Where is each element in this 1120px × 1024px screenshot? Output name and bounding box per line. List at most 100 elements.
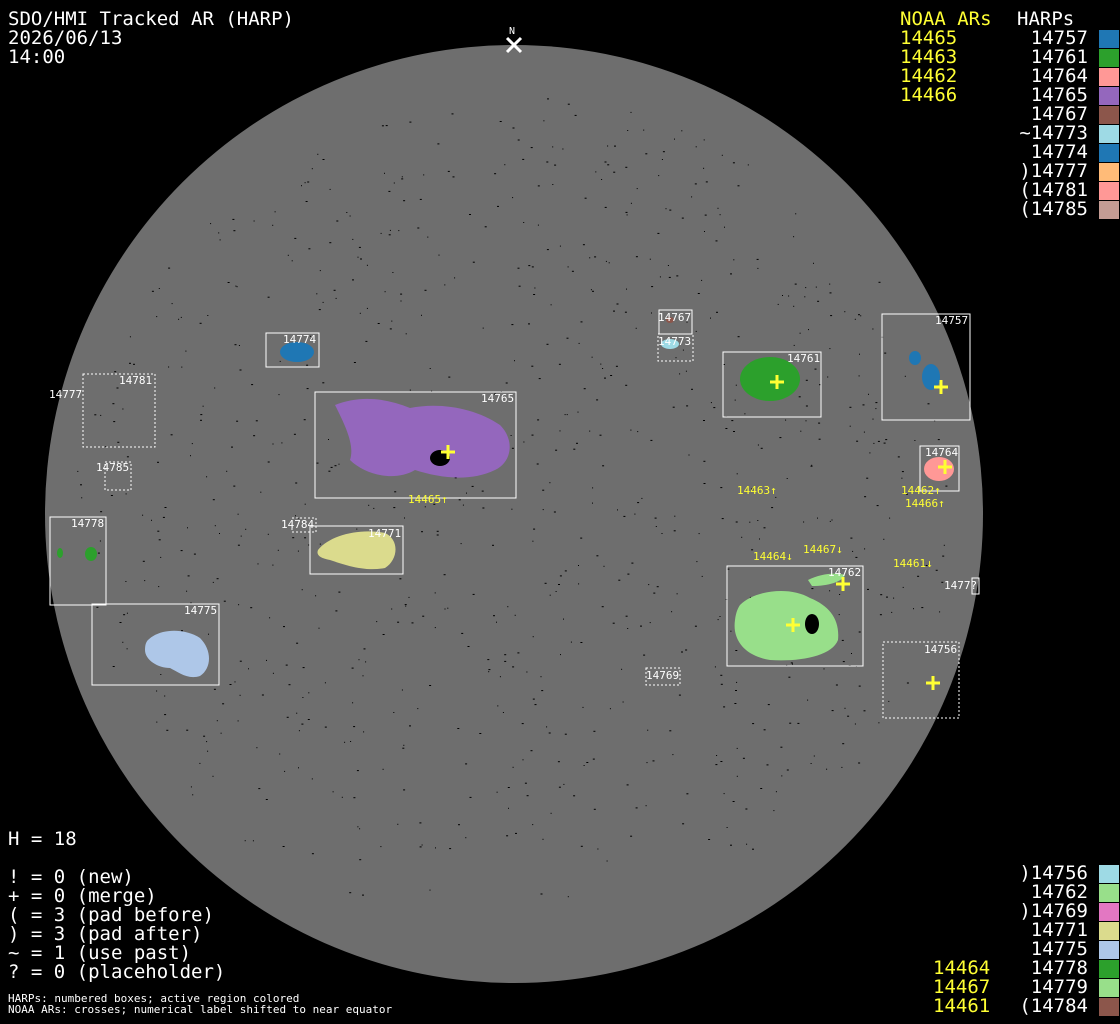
noaa-legend-item: 14462 (900, 65, 958, 87)
harp-region-14781[interactable]: 14781 (82, 373, 156, 448)
harp-color-swatch (1099, 201, 1119, 219)
noaa-cross-icon (836, 577, 850, 591)
harp-color-swatch (1099, 49, 1119, 67)
harp-legend-item: 14774 (1030, 141, 1088, 163)
noaa-legend-item: 14464 (933, 957, 991, 979)
harp-legend-item: 14764 (1030, 65, 1088, 87)
harp-legend-item: 14765 (1030, 84, 1088, 106)
harp-count: H = 18 (8, 828, 77, 850)
noaa-legend-item: 14466 (900, 84, 958, 106)
noaa-legend-title: NOAA ARs (900, 8, 992, 30)
harp-region-14756[interactable]: 14756 (882, 641, 960, 719)
stat-use-past: ~ = 1 (use past) (8, 942, 192, 964)
stat-merge: + = 0 (merge) (8, 885, 157, 907)
harp-region-14779[interactable]: 1477? (944, 577, 980, 595)
noaa-legend-item: 14465 (900, 27, 958, 49)
time-label: 14:00 (8, 46, 66, 68)
north-label: N (509, 26, 515, 37)
noaa-label: 14461↓ (893, 557, 933, 570)
harp-label: 14771 (368, 527, 401, 540)
noaa-label: 14462↑ (901, 484, 941, 497)
harp-label: 14762 (828, 566, 861, 579)
stat-placeholder: ? = 0 (placeholder) (8, 961, 226, 983)
harp-label: 14778 (71, 517, 104, 530)
harp-legend-item: (14781 (1019, 179, 1088, 201)
harp-color-swatch (1099, 998, 1119, 1016)
harp-label: 14784 (281, 518, 314, 531)
harp-region-14767[interactable]: 14767 (658, 309, 693, 335)
chart-title: SDO/HMI Tracked AR (HARP) (8, 8, 294, 30)
stat-new: ! = 0 (new) (8, 866, 134, 888)
harp-label: 14774 (283, 333, 316, 346)
harp-label: 14773 (658, 335, 691, 348)
harp-region-14784[interactable]: 14784 (281, 517, 317, 533)
noaa-legend-item: 14467 (933, 976, 991, 998)
harp-label-14777: 14777 (49, 388, 82, 401)
harp-color-swatch (1099, 922, 1119, 940)
harp-legend-item: )14777 (1019, 160, 1088, 182)
harp-color-swatch (1099, 68, 1119, 86)
stat-pad-before: ( = 3 (pad before) (8, 904, 214, 926)
harp-color-swatch (1099, 125, 1119, 143)
noaa-cross-icon (934, 380, 948, 394)
harp-legend-item: 14771 (1030, 919, 1088, 941)
noaa-legend-item: 14463 (900, 46, 958, 68)
harps-legend-title: HARPs (1017, 8, 1075, 30)
harp-label: 14765 (481, 392, 514, 405)
date-label: 2026/06/13 (8, 27, 123, 49)
noaa-legend-item: 14461 (933, 995, 991, 1017)
harp-label: 1477? (944, 579, 977, 592)
noaa-cross-icon (770, 375, 784, 389)
harp-color-swatch (1099, 903, 1119, 921)
harp-legend-item: )14769 (1019, 900, 1088, 922)
noaa-label: 14463↑ (737, 484, 777, 497)
harp-label: 14767 (658, 311, 691, 324)
harp-color-swatch (1099, 960, 1119, 978)
harp-legend-item: (14784 (1019, 995, 1088, 1017)
solar-disk (45, 45, 983, 983)
footer-note-noaa: NOAA ARs: crosses; numerical label shift… (8, 1003, 393, 1016)
harp-color-swatch (1099, 884, 1119, 902)
harp-legend-item: ~14773 (1019, 122, 1088, 144)
harp-label: 14775 (184, 604, 217, 617)
noaa-label: 14467↓ (803, 543, 843, 556)
footer-note-harps: HARPs: numbered boxes; active region col… (8, 992, 300, 1005)
harp-region-14757[interactable]: 14757 (881, 313, 971, 421)
harp-legend-item: 14767 (1030, 103, 1088, 125)
harp-region-14775[interactable]: 14775 (91, 603, 220, 686)
harp-label: 14764 (925, 446, 958, 459)
noaa-label: 14464↓ (753, 550, 793, 563)
harp-color-swatch (1099, 106, 1119, 124)
harp-region-14785[interactable]: 14785 (96, 461, 132, 491)
harp-region-14761[interactable]: 14761 (722, 351, 822, 418)
harp-color-swatch (1099, 182, 1119, 200)
noaa-cross-icon (938, 460, 952, 474)
harp-legend-item: )14756 (1019, 862, 1088, 884)
harp-legend-item: 14757 (1030, 27, 1088, 49)
harp-label: 14785 (96, 461, 129, 474)
harp-legend-item: 14762 (1030, 881, 1088, 903)
harp-color-swatch (1099, 144, 1119, 162)
harp-legend-item: (14785 (1019, 198, 1088, 220)
harp-color-swatch (1099, 979, 1119, 997)
harp-region-14774[interactable]: 14774 (265, 332, 320, 368)
harp-label: 14781 (119, 374, 152, 387)
north-cross-icon (505, 36, 523, 54)
harp-legend-item: 14761 (1030, 46, 1088, 68)
harp-label: 14757 (935, 314, 968, 327)
magnetogram-speckles (77, 98, 948, 898)
harp-region-14765[interactable]: 14765 (314, 391, 517, 499)
harp-region-14769[interactable]: 14769 (645, 667, 681, 686)
harp-region-14773[interactable]: 14773 (657, 333, 694, 362)
noaa-cross-icon (441, 445, 455, 459)
harp-region-14771[interactable]: 14771 (309, 525, 404, 575)
harp-region-14778[interactable]: 14778 (49, 516, 107, 606)
noaa-cross-icon (926, 676, 940, 690)
harp-label: 14756 (924, 643, 957, 656)
harp-color-swatch (1099, 87, 1119, 105)
harp-color-swatch (1099, 865, 1119, 883)
harp-color-swatch (1099, 30, 1119, 48)
noaa-cross-icon (786, 618, 800, 632)
stat-pad-after: ) = 3 (pad after) (8, 923, 203, 945)
